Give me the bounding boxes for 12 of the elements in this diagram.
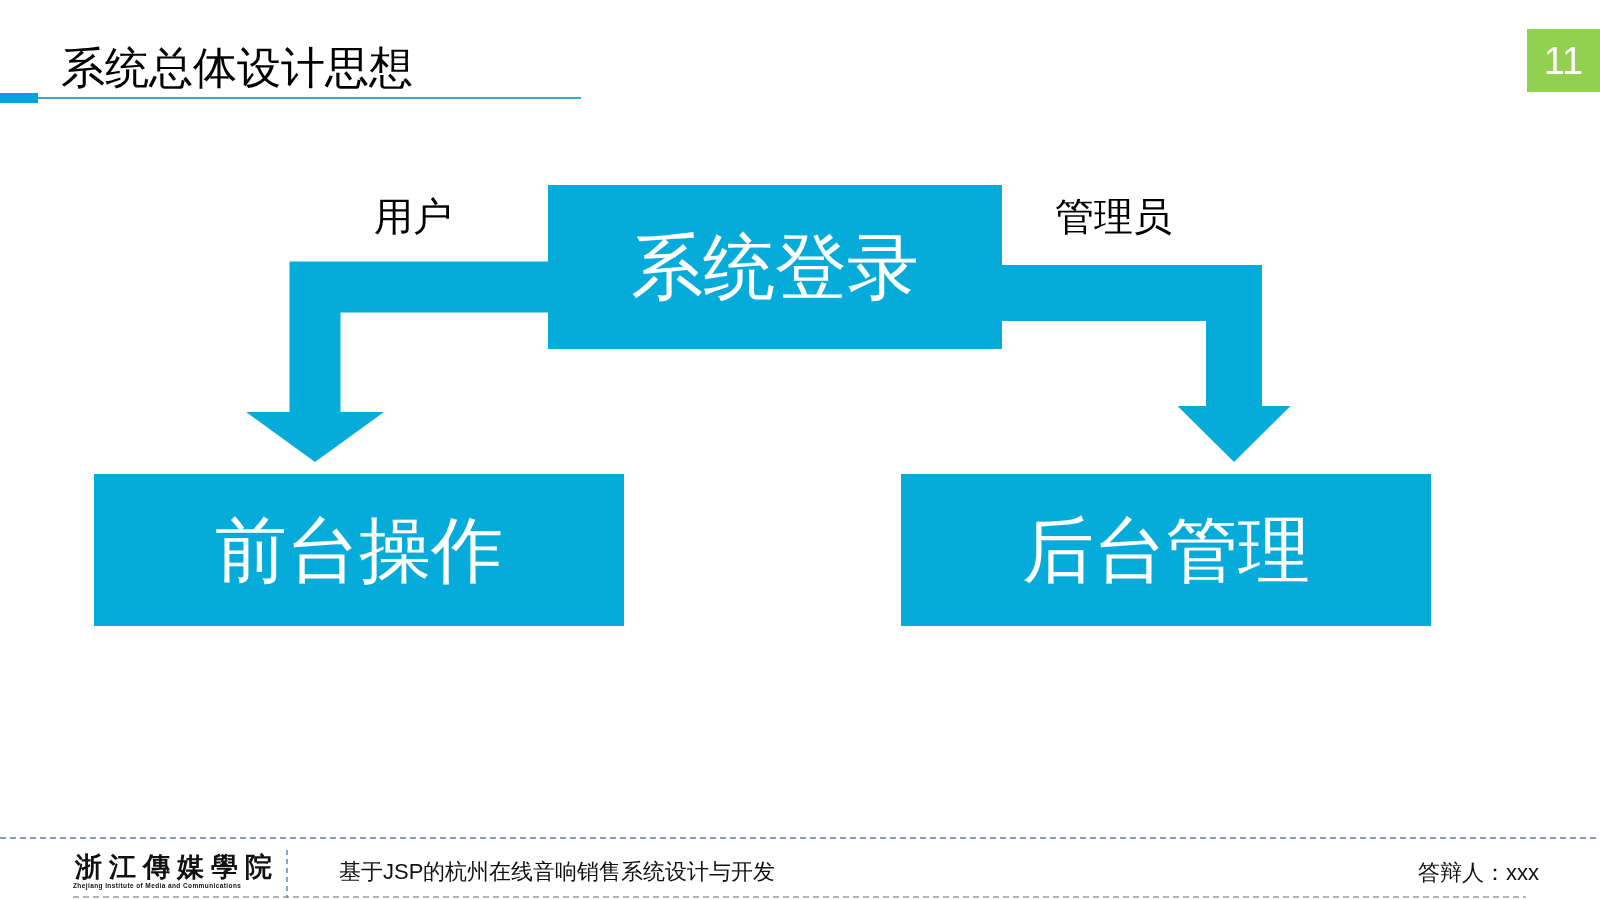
process-box: 系统登录	[548, 185, 1002, 349]
edge-label: 用户	[374, 197, 452, 236]
arrow	[246, 261, 548, 462]
arrow	[1002, 265, 1291, 462]
edge-label: 管理员	[1055, 197, 1172, 236]
university-name: 浙江傳媒學院	[75, 853, 279, 880]
slide-title: 系统总体设计思想	[61, 46, 413, 90]
presenter-label: 答辩人：xxx	[1418, 862, 1539, 884]
process-box: 前台操作	[94, 474, 624, 626]
footer-title: 基于JSP的杭州在线音响销售系统设计与开发	[339, 861, 776, 883]
page-number: 11	[1527, 29, 1600, 92]
process-box: 后台管理	[901, 474, 1431, 626]
